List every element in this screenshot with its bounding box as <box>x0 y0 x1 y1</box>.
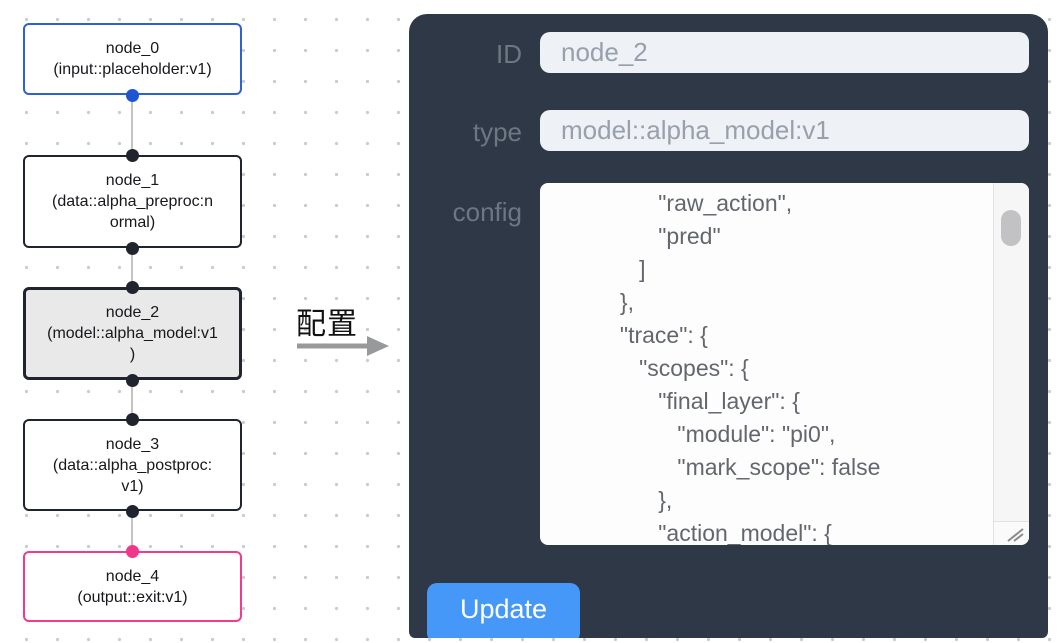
code-line: "pred" <box>556 223 721 249</box>
edge-node3-node4 <box>131 511 133 551</box>
node-label: node_2 (model::alpha_model:v1 ) <box>47 304 218 363</box>
edge-node1-node2 <box>131 248 133 287</box>
flow-node-node_0[interactable]: node_0 (input::placeholder:v1) <box>23 23 242 95</box>
id-field-label: ID <box>496 39 522 69</box>
code-line: "action_model": { <box>556 520 832 545</box>
port-in-node_3[interactable] <box>126 413 139 426</box>
port-out-node_2[interactable] <box>126 374 139 387</box>
config-textarea[interactable]: "raw_action", "pred" ] }, "trace": { "sc… <box>540 183 1029 545</box>
config-field-label: config <box>452 197 522 227</box>
flow-node-node_1[interactable]: node_1 (data::alpha_preproc:n ormal) <box>23 155 242 248</box>
port-out-node_1[interactable] <box>126 242 139 255</box>
port-out-node_3[interactable] <box>126 505 139 518</box>
port-in-node_1[interactable] <box>126 149 139 162</box>
config-scroll-corner <box>993 521 1029 545</box>
config-scrollbar-thumb[interactable] <box>1001 210 1021 246</box>
config-annotation-label: 配置 <box>296 308 358 341</box>
flow-node-node_4[interactable]: node_4 (output::exit:v1) <box>23 551 242 622</box>
config-scrollbar-track[interactable] <box>993 183 1029 521</box>
arrow-right-icon <box>297 336 389 356</box>
node-label: node_1 (data::alpha_preproc:n ormal) <box>52 172 213 231</box>
resize-handle-icon[interactable] <box>1004 525 1026 543</box>
flow-node-node_3[interactable]: node_3 (data::alpha_postproc: v1) <box>23 419 242 511</box>
node-label: node_4 (output::exit:v1) <box>77 567 188 606</box>
code-line: "mark_scope": false <box>556 454 881 480</box>
port-in-node_4[interactable] <box>126 545 139 558</box>
flow-node-node_2-selected[interactable]: node_2 (model::alpha_model:v1 ) <box>23 287 242 380</box>
update-button[interactable]: Update <box>427 583 580 638</box>
id-input[interactable] <box>540 32 1029 73</box>
code-line: }, <box>556 289 634 315</box>
type-field-label: type <box>472 117 522 147</box>
config-json-code: "raw_action", "pred" ] }, "trace": { "sc… <box>540 187 992 545</box>
port-in-node_2[interactable] <box>126 281 139 294</box>
code-line: ] <box>556 256 646 282</box>
port-out-node_0[interactable] <box>126 89 139 102</box>
code-line: "trace": { <box>556 322 708 348</box>
code-line: "raw_action", <box>556 190 793 216</box>
code-line: }, <box>556 487 673 513</box>
edge-node0-node1 <box>131 95 133 155</box>
code-line: "module": "pi0", <box>556 421 836 447</box>
type-input[interactable] <box>540 110 1029 151</box>
node-label: node_0 (input::placeholder:v1) <box>53 40 212 78</box>
code-line: "scopes": { <box>556 355 749 381</box>
code-line: "final_layer": { <box>556 388 800 414</box>
node-config-panel: ID type config "raw_action", "pred" ] },… <box>409 14 1048 638</box>
node-label: node_3 (data::alpha_postproc: v1) <box>52 435 213 495</box>
edge-node2-node3 <box>131 380 133 419</box>
